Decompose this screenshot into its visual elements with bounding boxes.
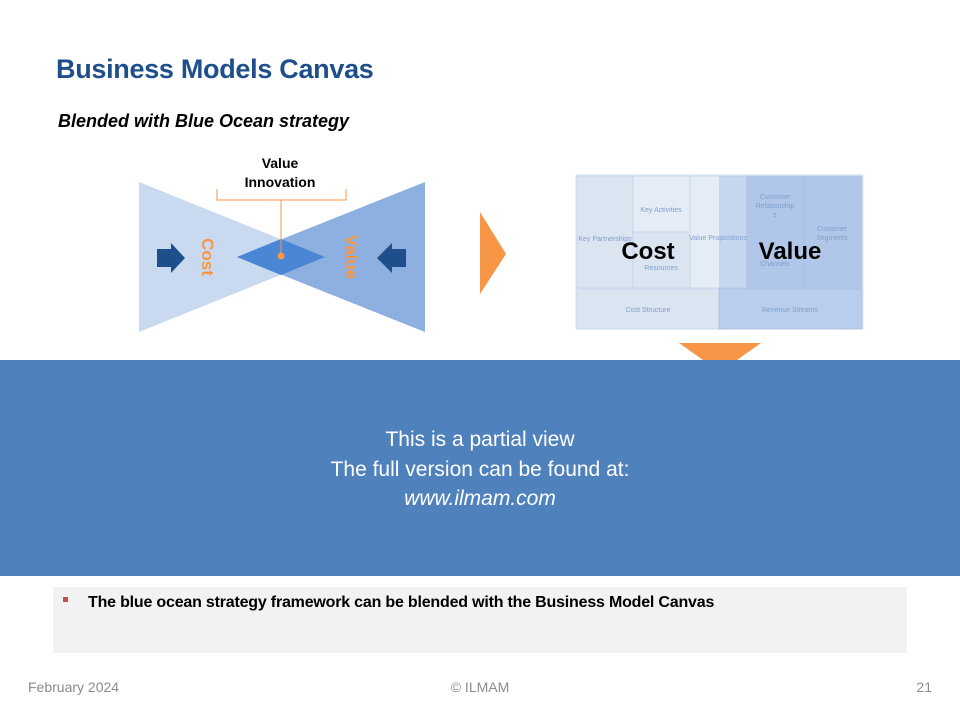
chevron-down-icon <box>679 343 761 360</box>
innovation-bracket <box>216 189 347 201</box>
canvas-value-label: Value <box>759 238 822 265</box>
cell-label-cost-structure: Cost Structure <box>626 307 671 314</box>
cell-label-channels: Channels <box>760 261 790 268</box>
cell-cost-structure <box>576 288 720 330</box>
value-wedge <box>237 182 425 332</box>
footer-page-number: 21 <box>916 679 932 695</box>
cell-label-key-activities: Key Activities <box>640 207 682 214</box>
diagram-area: Value Innovation Cost Value Key Partners… <box>139 155 864 360</box>
innovation-label-line1: Value <box>262 155 299 171</box>
cell-label-customer-segments-2: Segments <box>816 235 848 242</box>
value-highlight <box>719 176 862 289</box>
banner-line-1: This is a partial view <box>385 428 575 451</box>
bullet-square-icon <box>63 597 68 602</box>
page-title: Business Models Canvas <box>56 54 374 84</box>
footer-copyright: © ILMAM <box>450 679 510 695</box>
innovation-dot <box>277 252 285 260</box>
cell-label-customer-relationships-2: Relationship <box>756 203 795 210</box>
cell-key-activities <box>632 175 691 233</box>
cell-label-value-propositions: Value Propositions <box>689 235 747 242</box>
cell-label-revenue-streams: Revenue Streams <box>762 307 819 314</box>
banner-link[interactable]: www.ilmam.com <box>404 487 556 510</box>
arrow-left-icon <box>377 243 406 273</box>
bullet-box: The blue ocean strategy framework can be… <box>53 587 907 653</box>
business-model-canvas: Key Partnerships Key Activities Resource… <box>575 174 864 330</box>
canvas-cost-label: Cost <box>621 238 674 265</box>
cell-label-customer-relationships-1: Customer <box>760 194 791 201</box>
cell-revenue-streams <box>718 288 863 330</box>
cell-label-key-resources: Resources <box>644 265 678 272</box>
cell-label-customer-segments-1: Customer <box>817 226 848 233</box>
cost-wedge <box>139 182 325 332</box>
bullet-text: The blue ocean strategy framework can be… <box>88 594 715 611</box>
footer-date: February 2024 <box>28 679 120 695</box>
innovation-label-line2: Innovation <box>245 174 316 190</box>
cost-label: Cost <box>198 238 217 276</box>
cell-value-propositions <box>689 175 748 289</box>
chevron-right-icon <box>480 212 506 294</box>
page-subtitle: Blended with Blue Ocean strategy <box>58 111 350 131</box>
partial-view-banner: This is a partial view The full version … <box>0 360 960 576</box>
cell-key-partnerships <box>576 175 634 289</box>
arrow-right-icon <box>157 243 185 273</box>
banner-line-2: The full version can be found at: <box>330 458 630 481</box>
value-innovation-diagram: Value Innovation Cost Value <box>139 155 425 332</box>
cell-customer-relationships <box>746 175 805 233</box>
cell-channels <box>746 231 805 289</box>
cell-key-resources <box>632 231 691 289</box>
cell-customer-segments <box>803 175 863 289</box>
cell-label-key-partnerships: Key Partnerships <box>578 236 632 243</box>
cell-label-customer-relationships-3: s <box>773 212 777 219</box>
value-label: Value <box>342 235 361 279</box>
